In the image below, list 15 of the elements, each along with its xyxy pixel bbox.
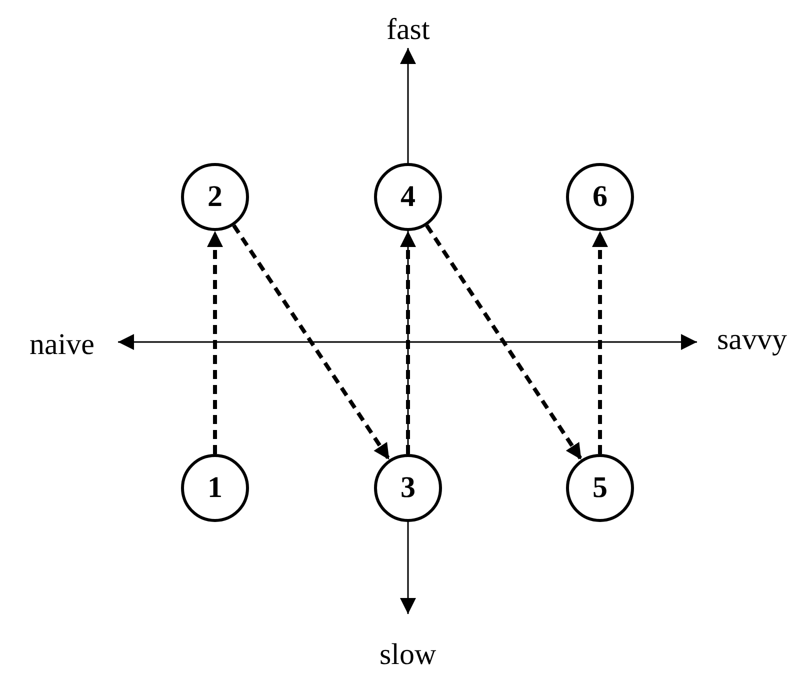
numbered-circle: 2 [181,163,249,231]
dashed-arrow [592,231,608,454]
axis-label: slow [380,640,436,670]
numbered-circle: 5 [566,454,634,522]
numbered-circle: 6 [566,163,634,231]
dashed-arrow [425,224,583,461]
dashed-arrow [207,231,223,454]
axis-label: naive [30,330,94,360]
dashed-arrow [400,231,416,454]
dashed-arrow [232,224,391,461]
numbered-circle: 4 [374,163,442,231]
numbered-circle: 3 [374,454,442,522]
axis-label: fast [386,15,430,45]
axis-label: savvy [717,325,787,355]
numbered-circle: 1 [181,454,249,522]
